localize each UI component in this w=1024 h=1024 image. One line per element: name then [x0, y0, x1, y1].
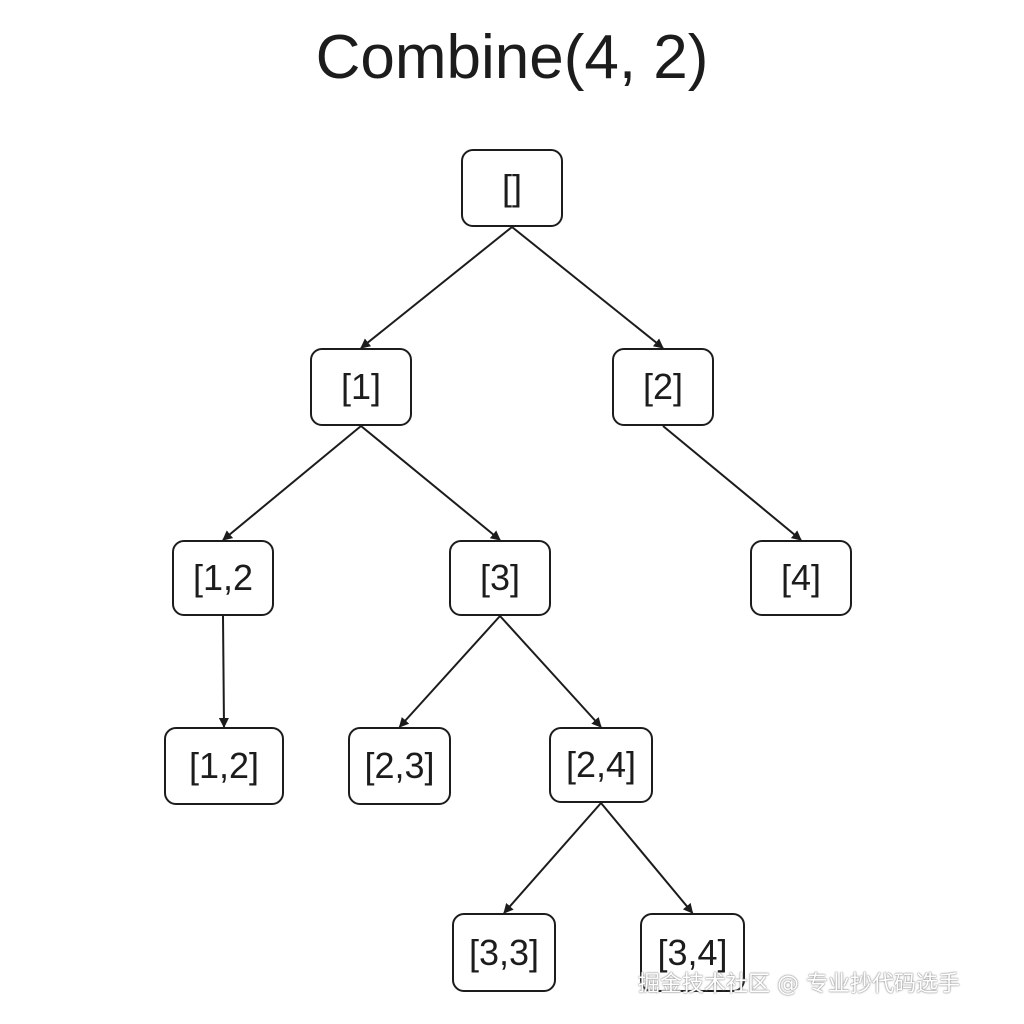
node-3-4: [3,4]: [640, 913, 745, 992]
edge-n12a-to-n12b: [218, 615, 229, 728]
diagram-title: Combine(4, 2): [315, 23, 709, 92]
node-2-3: [2,3]: [348, 727, 451, 805]
edge-n24-to-n33: [503, 802, 602, 914]
node-4: [4]: [750, 540, 852, 616]
node-1-2: [1,2]: [164, 727, 284, 805]
watermark-text: 掘金技术社区 @ 专业抄代码选手: [638, 972, 960, 997]
edge-n24-to-n34: [600, 802, 694, 914]
node-2: [2]: [612, 348, 714, 426]
node-1-2-partial: [1,2: [172, 540, 274, 616]
node-3-3: [3,3]: [452, 913, 556, 992]
edge-n3-to-n24: [499, 615, 602, 728]
node-2-4: [2,4]: [549, 727, 653, 803]
edge-n2-to-n4: [662, 425, 802, 541]
edge-n3-to-n23: [398, 615, 501, 728]
edge-n1-to-n3: [360, 425, 501, 541]
node-1: [1]: [310, 348, 412, 426]
node-3: [3]: [449, 540, 551, 616]
edge-n1-to-n12a: [222, 425, 362, 541]
edge-root-to-n1: [360, 226, 513, 349]
node-root: []: [461, 149, 563, 227]
edge-root-to-n2: [511, 226, 664, 349]
